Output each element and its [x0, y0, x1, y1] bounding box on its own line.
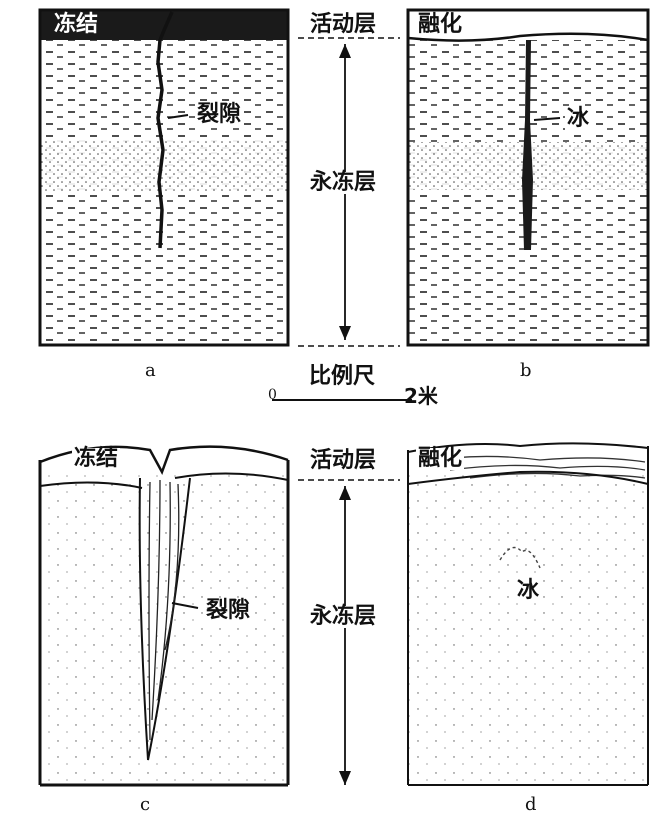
panel-b-letter: b	[520, 360, 532, 381]
panel-b-ice-wedge	[522, 40, 533, 250]
panel-a-fissure-pointer	[167, 114, 189, 119]
panel-d-soil	[408, 470, 648, 785]
active-layer-label-top: 活动层	[308, 12, 379, 37]
panel-d-thaw-boundary	[407, 470, 649, 485]
scale-column-top	[272, 37, 412, 401]
panel-b-ice-pointer	[533, 117, 561, 121]
active-layer-label-bottom: 活动层	[308, 448, 379, 473]
arrowhead-up-bottom	[339, 486, 351, 500]
panel-a-fissure	[156, 11, 174, 249]
scale-title: 比例尺	[307, 364, 378, 389]
panel-d-surface	[407, 442, 649, 453]
scale-column-bottom	[298, 479, 400, 785]
panel-c-frozen-boundary	[39, 481, 143, 489]
panel-a-letter: a	[145, 360, 156, 381]
panel-a-dashed-soil	[40, 40, 288, 345]
panel-b	[406, 8, 650, 347]
panel-c-letter: c	[140, 794, 151, 815]
panel-c-wedge-veins	[148, 479, 180, 741]
panel-d-ice-label: 冰	[515, 578, 542, 603]
permafrost-label-bottom: 永冻层	[308, 604, 379, 629]
panel-d	[407, 442, 649, 786]
panel-b-thaw-label: 融化	[416, 12, 465, 37]
arrowhead-down-top	[339, 326, 351, 340]
panel-a-fissure-label: 裂隙	[195, 102, 244, 127]
arrowhead-down-bottom	[339, 771, 351, 785]
panel-a	[38, 8, 290, 347]
panel-c-soil	[40, 470, 288, 785]
panel-b-thaw-boundary	[407, 32, 649, 42]
panel-a-frozen-label: 冻结	[52, 12, 101, 37]
panel-c-fissure-pointer	[171, 602, 199, 609]
panel-c-frozen-boundary-right	[174, 472, 289, 481]
panel-b-border	[406, 8, 650, 347]
panel-c	[38, 445, 290, 787]
panel-c-frozen-label: 冻结	[72, 446, 121, 471]
panel-d-letter: d	[525, 794, 537, 815]
panel-a-border	[38, 8, 290, 347]
scale-start: 0	[268, 387, 277, 403]
panel-d-ice-trace	[499, 546, 541, 569]
arrowhead-up-top	[339, 44, 351, 58]
scale-end: 2米	[404, 384, 438, 408]
panel-d-thaw-label: 融化	[416, 446, 465, 471]
permafrost-label-top: 永冻层	[308, 170, 379, 195]
panel-c-wedge-outline	[138, 477, 191, 761]
panel-c-fissure-label: 裂隙	[204, 598, 253, 623]
panel-b-ice-label: 冰	[565, 106, 592, 131]
